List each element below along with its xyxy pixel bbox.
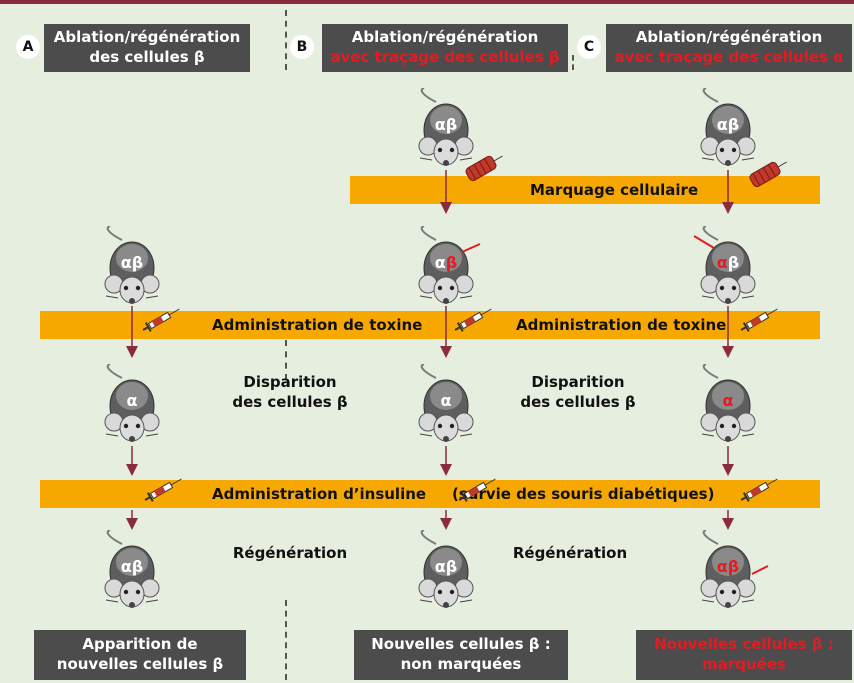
band-toxine-label-2: Administration de toxine [516,316,727,334]
header-a-line1: Ablation/régénération [53,28,241,46]
band-insuline-label: Administration d’insuline [212,485,427,503]
mouse-c-ablated: α [696,364,760,444]
band-toxine: Administration de toxine Administration … [40,311,820,339]
mouse-a-ablated-label: α [126,391,138,410]
mouse-c-marked-beta: β [727,253,740,272]
flow-arrows [126,170,734,530]
result-a-line2: nouvelles cellules β [56,655,224,673]
mouse-b-initial: αβ [414,88,478,168]
separator-bc [572,55,574,70]
mid-b-disparition-line2: des cellules β [520,393,636,411]
mouse-b-initial-label: αβ [434,115,458,134]
header-panel-b: Ablation/régénération avec traçage des c… [322,24,568,72]
panel-letter-c: C [577,35,601,59]
mouse-c-marked-alpha: α [716,253,728,272]
mouse-b-regenerated: αβ [414,530,478,610]
panel-letter-a: A [16,35,40,59]
result-c-line1: Nouvelles cellules β : [654,635,834,653]
result-a-line1: Apparition de [82,635,198,653]
mid-a-disparition-line2: des cellules β [232,393,348,411]
mouse-b-ablated: α [414,364,478,444]
header-b-line2: avec traçage des cellules β [330,48,560,66]
separator-ab-mid [285,340,287,380]
mouse-c-initial: αβ [696,88,760,168]
mouse-b-marked-beta: β [445,253,458,272]
result-b-line1: Nouvelles cellules β : [371,635,551,653]
mouse-a-initial-label: αβ [120,253,144,272]
result-c-line2: marquées [702,655,786,673]
mid-a-disparition: Disparition des cellules β [200,372,380,412]
mouse-c-initial-label: αβ [716,115,740,134]
mouse-a-ablated: α [100,364,164,444]
band-toxine-label-1: Administration de toxine [212,316,423,334]
band-insuline: Administration d’insuline (survie des so… [40,480,820,508]
mouse-c-marked: αβ [696,226,760,306]
mid-b-disparition: Disparition des cellules β [488,372,668,412]
mouse-c-regenerated: αβ [696,530,760,610]
mouse-b-marked: αβ [414,226,478,306]
mouse-c-marked-label: αβ [706,253,750,272]
band-marquage: Marquage cellulaire [350,176,820,204]
mouse-a-regenerated: αβ [100,530,164,610]
mid-a-regeneration: Régénération [232,544,348,562]
mouse-c-regenerated-label: αβ [716,557,740,576]
header-c-line2: avec traçage des cellules α [614,48,844,66]
header-panel-a: Ablation/régénération des cellules β [44,24,250,72]
header-c-line1: Ablation/régénération [635,28,823,46]
mid-b-regeneration: Régénération [512,544,628,562]
mouse-b-regenerated-label: αβ [434,557,458,576]
result-panel-b: Nouvelles cellules β : non marquées [354,630,568,680]
result-b-line2: non marquées [400,655,522,673]
band-survie-label: (survie des souris diabétiques) [452,485,715,503]
mouse-b-marked-alpha: α [434,253,446,272]
mouse-a-regenerated-label: αβ [120,557,144,576]
header-a-line2: des cellules β [89,48,205,66]
panel-letter-b: B [290,35,314,59]
mouse-a-initial: αβ [100,226,164,306]
top-rule [0,0,854,4]
band-marquage-label: Marquage cellulaire [530,181,699,199]
mouse-b-marked-label: αβ [424,253,468,272]
result-panel-a: Apparition de nouvelles cellules β [34,630,246,680]
mouse-b-ablated-label: α [440,391,452,410]
mid-a-disparition-line1: Disparition [243,373,337,391]
separator-ab-bottom [285,600,287,680]
header-panel-c: Ablation/régénération avec traçage des c… [606,24,852,72]
mouse-c-ablated-label: α [722,391,734,410]
mid-b-disparition-line1: Disparition [531,373,625,391]
header-b-line1: Ablation/régénération [351,28,539,46]
separator-ab [285,10,287,70]
result-panel-c: Nouvelles cellules β : marquées [636,630,852,680]
